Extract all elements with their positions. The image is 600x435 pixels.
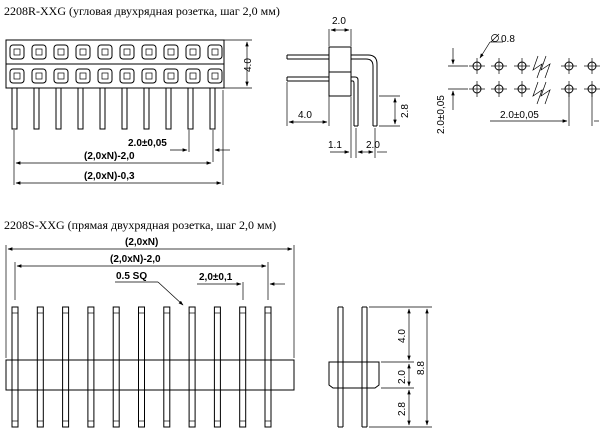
socket-cell xyxy=(75,68,91,84)
dim-b-span-label: (2,0xN)-2,0 xyxy=(110,254,161,265)
socket-hole xyxy=(167,72,175,80)
pin xyxy=(55,87,62,130)
pin-row xyxy=(11,87,216,130)
socket-cell xyxy=(119,44,135,60)
hole-grid xyxy=(469,58,600,97)
dim-pitch-label: 2.0±0,05 xyxy=(128,138,167,149)
dim-b-sq-label: 0.5 SQ xyxy=(116,271,147,282)
dim-hole-label: 0.8 xyxy=(501,34,515,45)
socket-grid xyxy=(9,44,223,84)
socket-hole xyxy=(123,48,131,56)
straight-pin xyxy=(87,306,95,428)
socket-cell xyxy=(75,44,91,60)
socket-hole xyxy=(57,72,65,80)
straight-pin xyxy=(239,306,247,428)
socket-cell xyxy=(97,44,113,60)
dim-side-b2-label: 2.0 xyxy=(366,140,380,151)
dim-bs-total-label: 8.8 xyxy=(416,361,427,375)
dim-side-left-label: 4.0 xyxy=(298,110,312,121)
dim-total-label: (2,0xN)-0,3 xyxy=(84,171,135,182)
dim-b-total-label: (2,0xN) xyxy=(125,237,158,248)
dim-fp-horiz-label: 2.0±0,05 xyxy=(500,110,539,121)
socket-cell xyxy=(97,68,113,84)
dim-side-top-label: 2.0 xyxy=(332,16,346,27)
socket-hole xyxy=(189,48,197,56)
socket-cell xyxy=(31,44,47,60)
dim-b-pitch-label: 2,0±0,1 xyxy=(199,272,233,283)
dim-span-label: (2,0xN)-2,0 xyxy=(84,151,135,162)
straight-pin xyxy=(138,306,145,428)
socket-cell xyxy=(119,68,135,84)
bottom-housing xyxy=(5,359,295,391)
dim-fp-vert-label: 2.0±0,05 xyxy=(436,95,447,134)
socket-hole xyxy=(57,48,65,56)
pin xyxy=(77,87,84,130)
straight-pin xyxy=(163,306,171,428)
socket-hole xyxy=(13,48,21,56)
socket-cell xyxy=(141,68,157,84)
straight-pin xyxy=(112,306,120,428)
socket-cell xyxy=(9,68,25,84)
dim-bs-body-label: 2.0 xyxy=(397,370,408,384)
pin xyxy=(209,87,216,130)
top-front-view: 4.0 2.0±0,05 (2,0xN)-2,0 (2,0xN)-0,3 xyxy=(5,39,254,185)
socket-hole xyxy=(101,48,109,56)
socket-hole xyxy=(145,72,153,80)
socket-cell xyxy=(207,68,223,84)
straight-pin-row xyxy=(11,306,272,428)
bottom-front-view: (2,0xN) (2,0xN)-2,0 0.5 SQ 2,0±0,1 xyxy=(5,237,295,428)
socket-hole xyxy=(211,72,219,80)
dim-bs-lower-label: 2.8 xyxy=(397,402,408,416)
socket-cell xyxy=(141,44,157,60)
socket-hole xyxy=(101,72,109,80)
top-footprint-view: 0.8 2.0±0,05 2.0±0,05 xyxy=(436,33,600,134)
pin xyxy=(33,87,40,130)
straight-pin xyxy=(11,306,19,428)
socket-hole xyxy=(189,72,197,80)
dim-side-b1-label: 1.1 xyxy=(328,140,342,151)
socket-cell xyxy=(31,68,47,84)
straight-pin xyxy=(213,306,221,428)
socket-cell xyxy=(185,44,201,60)
socket-hole xyxy=(13,72,21,80)
socket-hole xyxy=(211,48,219,56)
socket-hole xyxy=(79,72,87,80)
straight-pin xyxy=(62,306,70,428)
dim-side-right-label: 2.8 xyxy=(400,104,411,118)
caption-top: 2208R-XXG (угловая двухрядная розетка, ш… xyxy=(4,4,280,18)
straight-pin xyxy=(264,306,272,428)
socket-cell xyxy=(185,68,201,84)
socket-hole xyxy=(123,72,131,80)
pin xyxy=(187,87,194,130)
pin xyxy=(99,87,106,130)
straight-pin xyxy=(36,306,44,428)
socket-hole xyxy=(167,48,175,56)
dim-bs-upper-label: 4.0 xyxy=(397,329,408,343)
pin xyxy=(11,87,18,130)
break-line xyxy=(532,55,543,79)
socket-hole xyxy=(35,72,43,80)
socket-hole xyxy=(35,48,43,56)
socket-cell xyxy=(163,44,179,60)
socket-cell xyxy=(9,44,25,60)
socket-cell xyxy=(207,44,223,60)
socket-hole xyxy=(145,48,153,56)
dim-height-label: 4.0 xyxy=(243,58,254,72)
socket-cell xyxy=(53,68,69,84)
side-b-housing xyxy=(328,361,380,389)
socket-hole xyxy=(79,48,87,56)
straight-pin xyxy=(188,306,196,428)
socket-cell xyxy=(163,68,179,84)
top-side-view: 2.0 4.0 2.8 1.1 2.0 xyxy=(286,16,411,158)
pin xyxy=(143,87,150,130)
pin xyxy=(165,87,172,130)
pin xyxy=(121,87,128,130)
bottom-side-view: 4.0 2.0 2.8 8.8 xyxy=(328,306,432,428)
socket-cell xyxy=(53,44,69,60)
caption-bottom: 2208S-XXG (прямая двухрядная розетка, ша… xyxy=(4,218,276,232)
